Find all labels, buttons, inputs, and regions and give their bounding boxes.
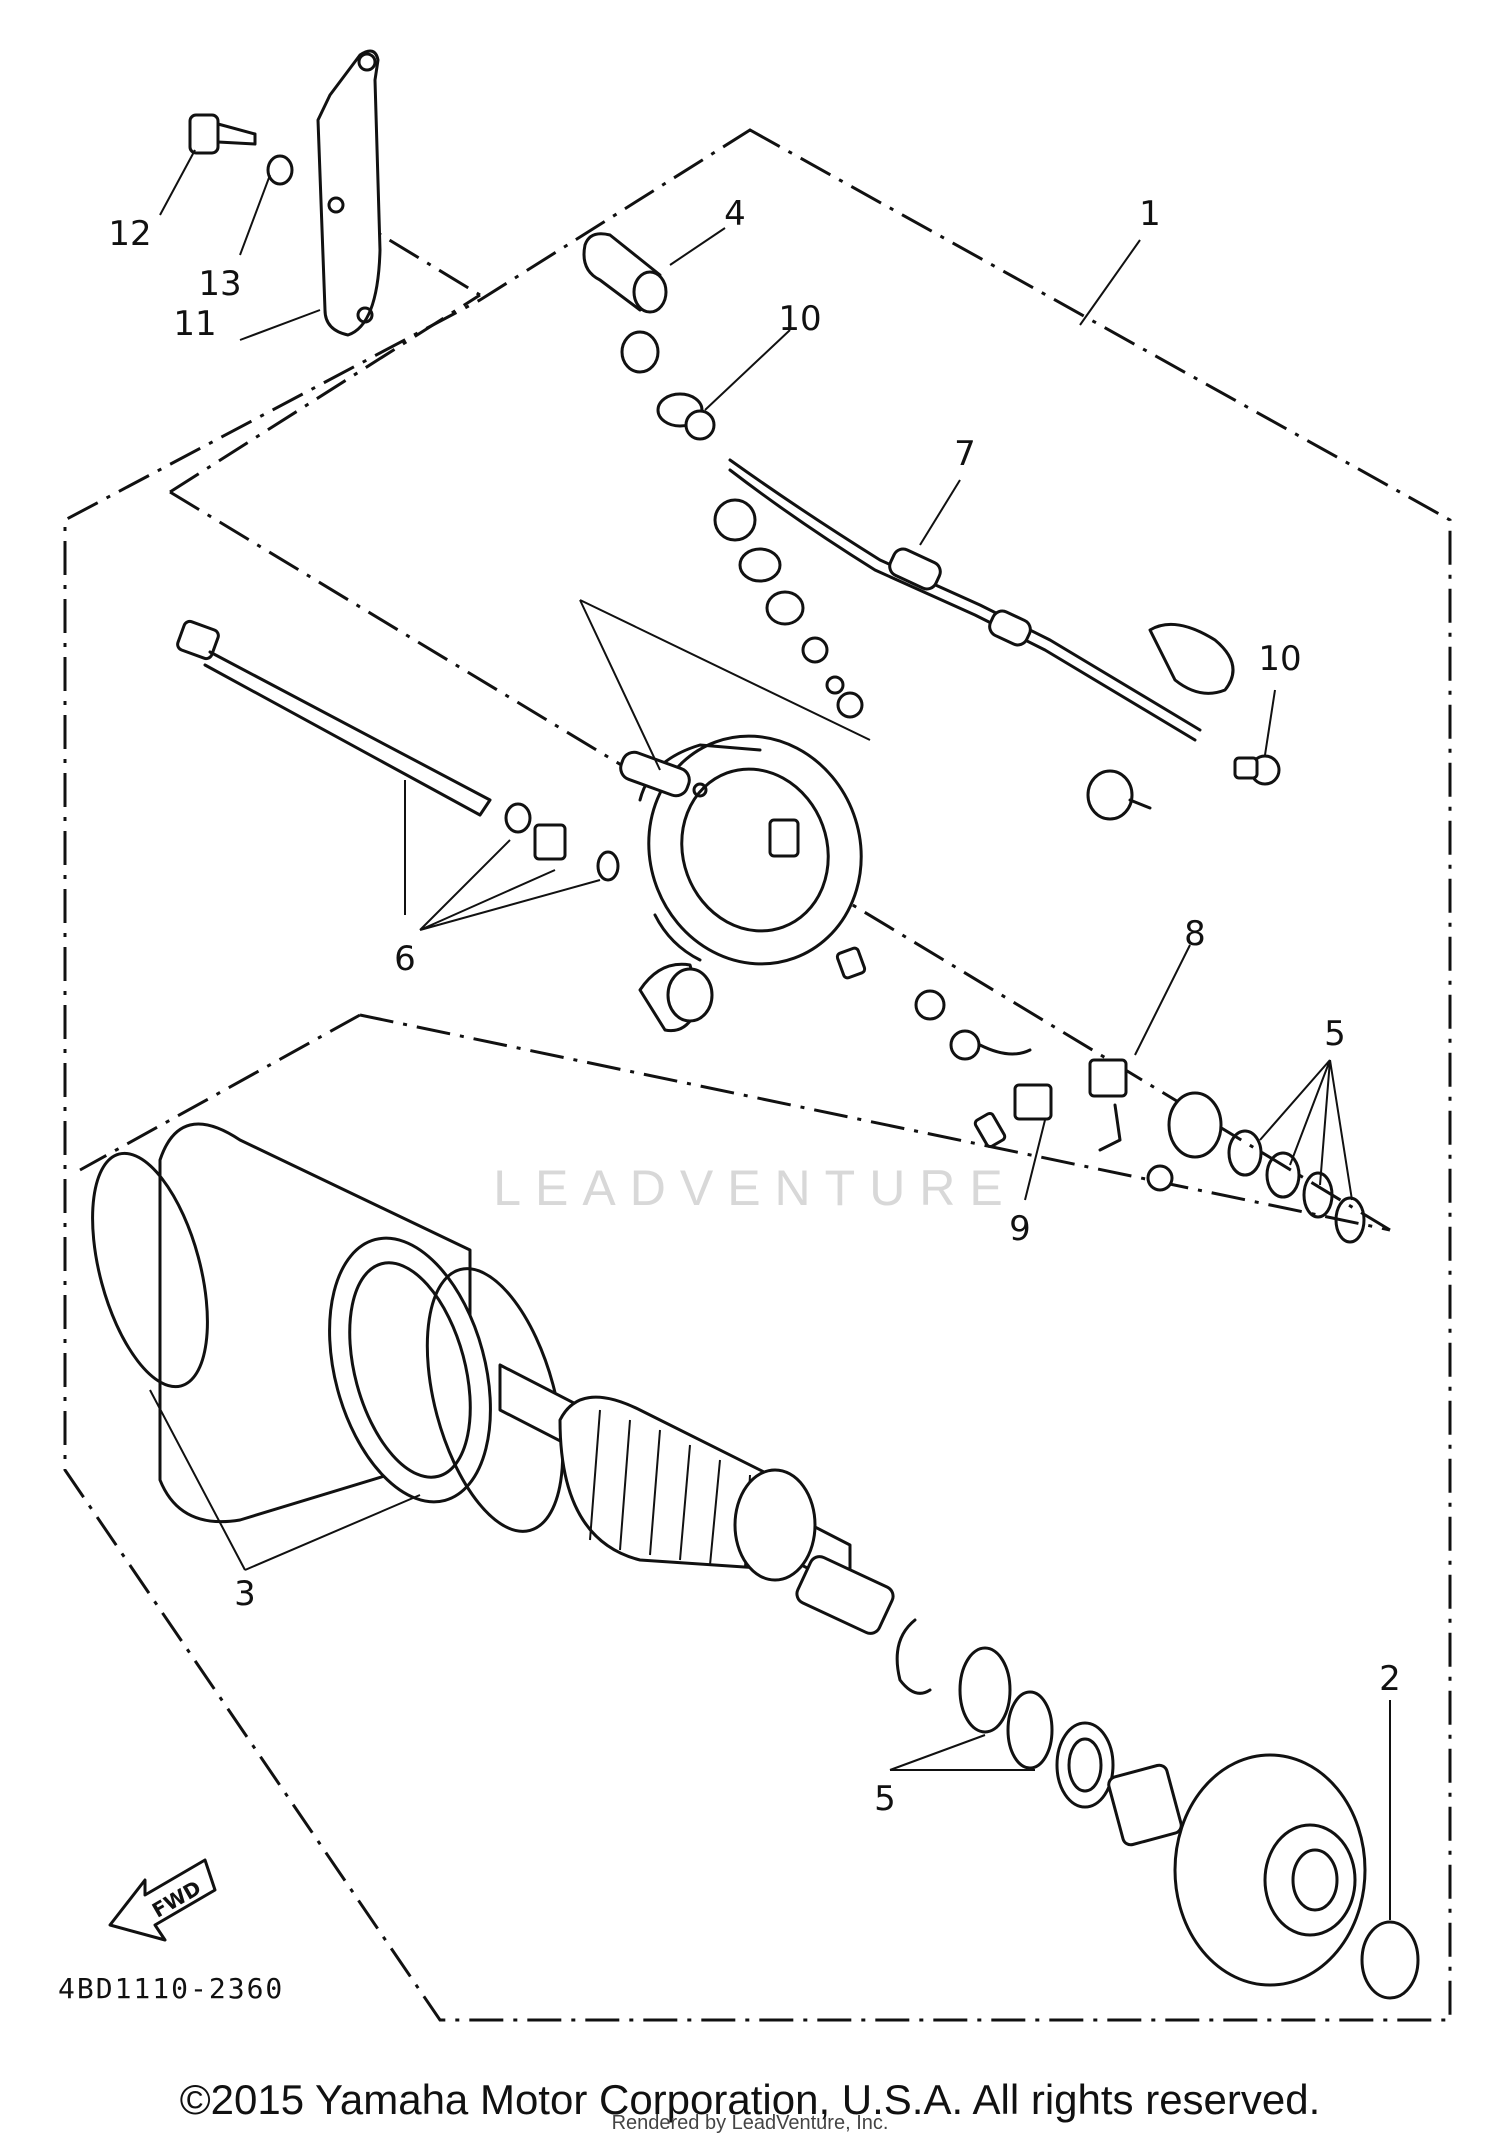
assembly-outline [63,128,1452,2022]
shaft-hardware [895,1618,1183,1847]
callout-6: 6 [394,939,416,979]
rear-cover [619,734,863,966]
rendered-by-notice: Rendered by LeadVenture, Inc. [611,2112,889,2134]
leader-lines [149,149,1391,1920]
callout-12: 12 [108,214,151,254]
drawing-code: 4BD1110-2360 [58,1972,284,2005]
front-o-ring [1360,1920,1420,2000]
brush-holder-parts [638,769,1223,1192]
callout-8: 8 [1184,914,1206,954]
lead-wire [728,458,1281,786]
callout-10-right: 10 [1258,639,1301,679]
yoke-housing [91,1122,492,1524]
callout-5-right: 5 [1324,1014,1346,1054]
o-ring-set [504,802,620,882]
callout-10-top: 10 [778,299,821,339]
armature [498,1363,895,1635]
terminal-cover [582,232,716,441]
watermark-text: LEADVENTURE [493,1160,1017,1216]
callout-4: 4 [724,194,746,234]
callout-3: 3 [234,1574,256,1614]
through-bolt [176,619,492,817]
callout-11: 11 [173,304,216,344]
callout-7: 7 [954,434,976,474]
yoke-o-ring [425,1267,565,1533]
fwd-arrow: FWD [108,1858,217,1942]
mounting-bracket [316,49,382,337]
terminal-washers [713,498,864,719]
copyright-notice: ©2015 Yamaha Motor Corporation, U.S.A. A… [179,2076,1321,2123]
washer-set-right [1227,1129,1366,1244]
callout-13: 13 [198,264,241,304]
callout-2: 2 [1379,1659,1401,1699]
front-cover [1173,1753,1367,1987]
lock-washer [266,154,294,186]
callout-9: 9 [1009,1209,1031,1249]
callout-5-bottom: 5 [874,1779,896,1819]
bracket-bolt [188,113,257,155]
callout-1: 1 [1139,194,1161,234]
